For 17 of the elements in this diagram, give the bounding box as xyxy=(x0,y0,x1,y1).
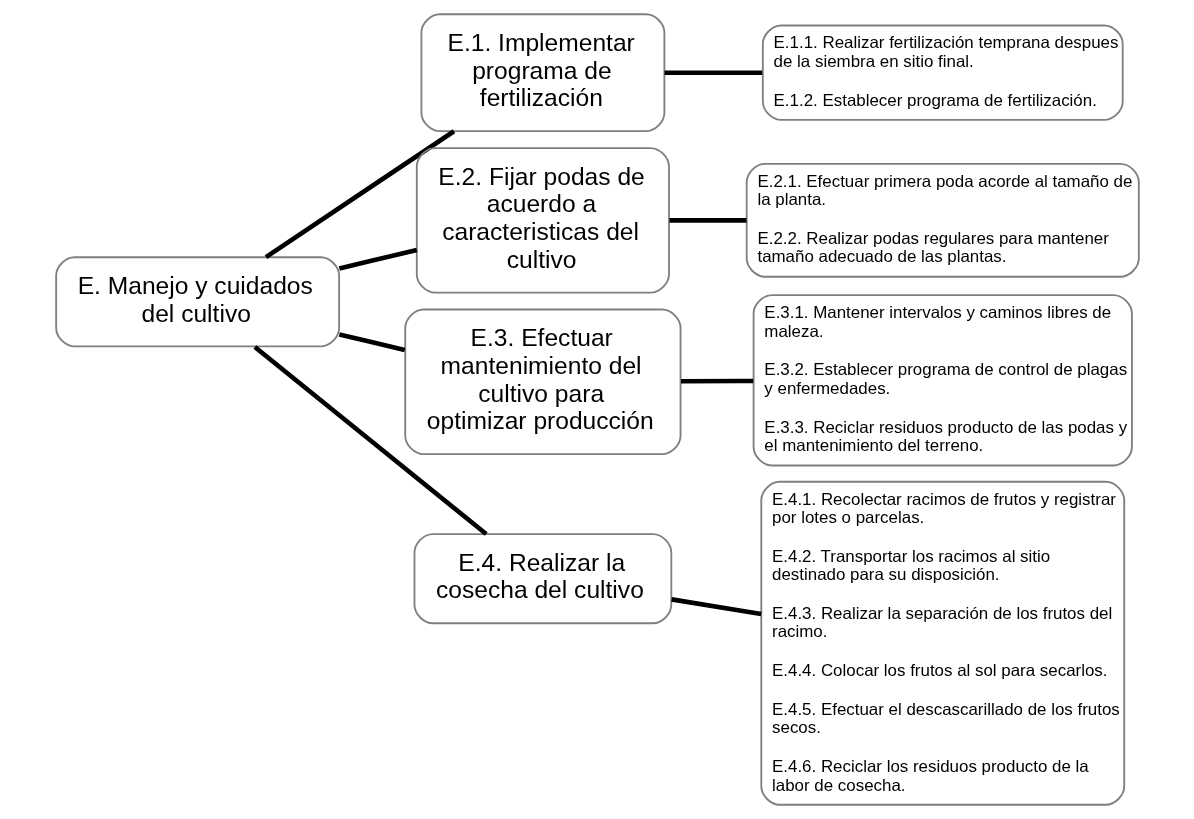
connector xyxy=(664,70,762,75)
connector xyxy=(670,597,762,617)
node-box: E.3. Efectuar mantenimiento del cultivo para optimizar producción xyxy=(403,308,681,456)
node-box: E.3.1. Mantener intervalos y caminos libres de maleza. E.3.2. Establecer programa de control de plagas y enfermedades. E.3.3. Reciclar residuos producto de las podas y el mantenimiento del terreno. xyxy=(752,294,1133,467)
connector xyxy=(338,332,405,353)
node-box: E.2. Fijar podas de acuerdo a caracteristicas del cultivo xyxy=(415,147,670,294)
connector xyxy=(252,345,488,536)
node-box: E. Manejo y cuidados del cultivo xyxy=(54,256,340,348)
connector xyxy=(668,218,746,223)
node-box: E.4.1. Recolectar racimos de frutos y registrar por lotes o parcelas. E.4.2. Transportar los racimos al sitio destinado para su disposición. E.4.3. Realizar la separación de los frutos del racimo. E.4.4. Colocar los frutos al sol para secarlos. E.4.5. Efectuar el descascarillado de los frutos secos. E.4.6. Reciclar los residuos producto de la labor de cosecha. xyxy=(759,480,1125,806)
connector xyxy=(680,378,753,384)
node-box: E.4. Realizar la cosecha del cultivo xyxy=(413,533,672,625)
node-box: E.1. Implementar programa de fertilización xyxy=(420,13,665,133)
node-box: E.2.1. Efectuar primera poda acorde al tamaño de la planta. E.2.2. Realizar podas regulares para mantener tamaño adecuado de las plantas. xyxy=(745,162,1140,278)
connector xyxy=(264,129,455,260)
node-box: E.1.1. Realizar fertilización temprana despues de la siembra en sitio final. E.1.2. Establecer programa de fertilización. xyxy=(761,24,1124,121)
connector xyxy=(338,247,417,271)
